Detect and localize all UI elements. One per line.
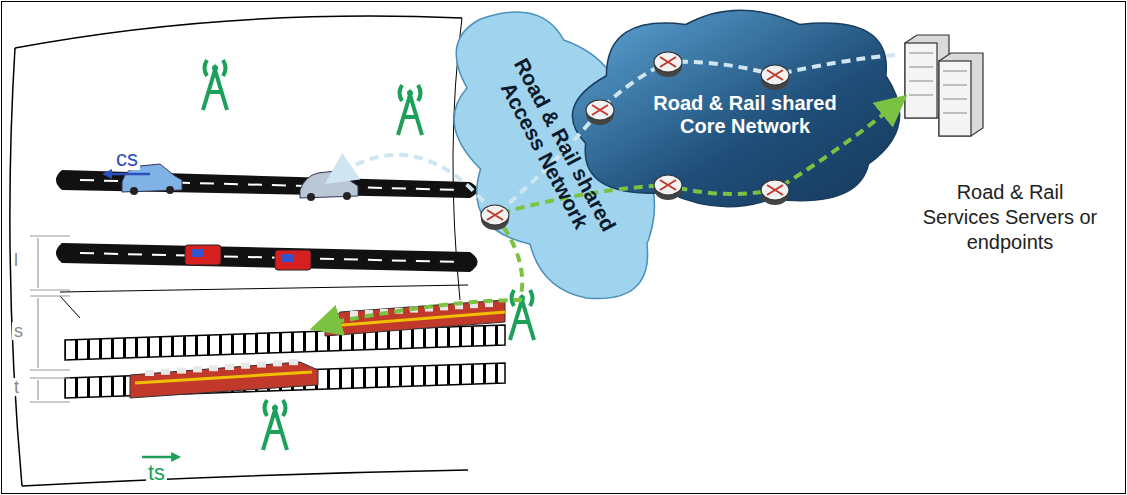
dimension-label: l [12,251,20,269]
speed-label: ts [146,462,167,484]
speed-label: cs [114,148,140,170]
server-node: Road & Rail Services Servers or endpoint… [895,30,1110,270]
node-label: Road & Rail Services Servers or endpoint… [918,180,1103,255]
dimension-label: s [12,322,25,340]
node-label: Road & Rail shared Core Network [640,92,850,138]
network-cloud: Road & Rail shared Core Network [565,4,910,209]
dimension-label: t [12,378,21,396]
